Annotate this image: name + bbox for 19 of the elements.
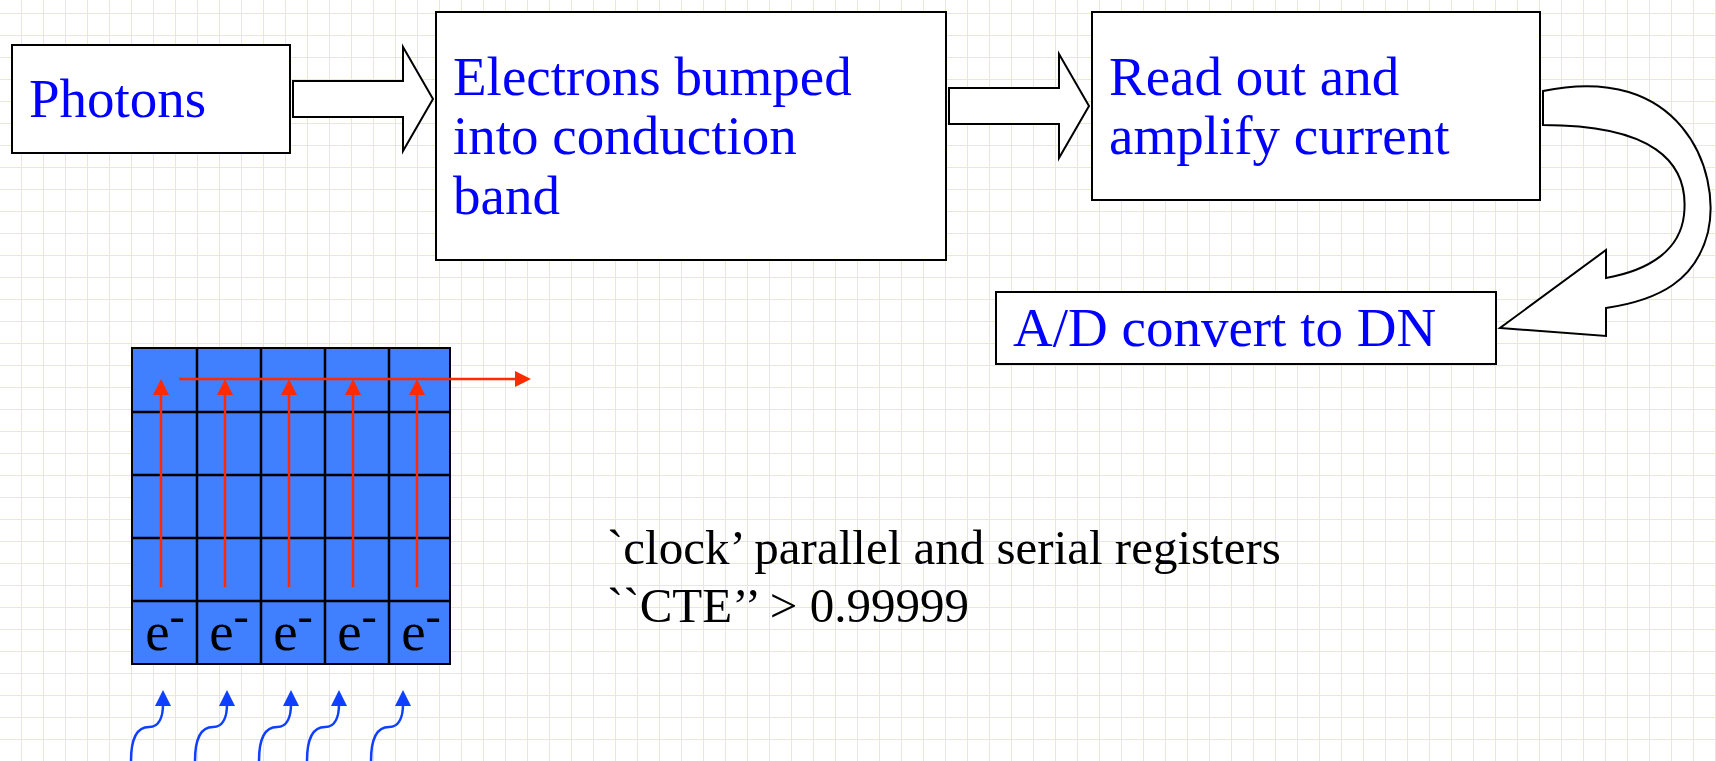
block-arrow [948,50,1091,162]
electron-label: e$^{-}$ [209,592,249,663]
note-text: `clock’ parallel and serial registers [607,520,1281,577]
process-box [11,44,291,154]
process-label: A/D convert to DN [1013,298,1437,358]
block-arrow [292,43,435,155]
process-box [995,291,1497,365]
process-label: Electrons bumped into conduction band [453,46,853,226]
electron-label: e$^{-}$ [337,592,377,663]
process-label: Read out and amplify current [1109,46,1451,166]
block-arrow [1499,85,1712,337]
note-text: ``CTE’’ > 0.99999 [607,578,969,635]
electron-label: e$^{-}$ [273,592,313,663]
electron-label: e$^{-}$ [145,592,185,663]
process-label: Photons [29,69,207,129]
pixel-grid [131,347,451,665]
electron-label: e$^{-}$ [401,592,441,663]
process-box [435,11,947,261]
process-box [1091,11,1541,201]
